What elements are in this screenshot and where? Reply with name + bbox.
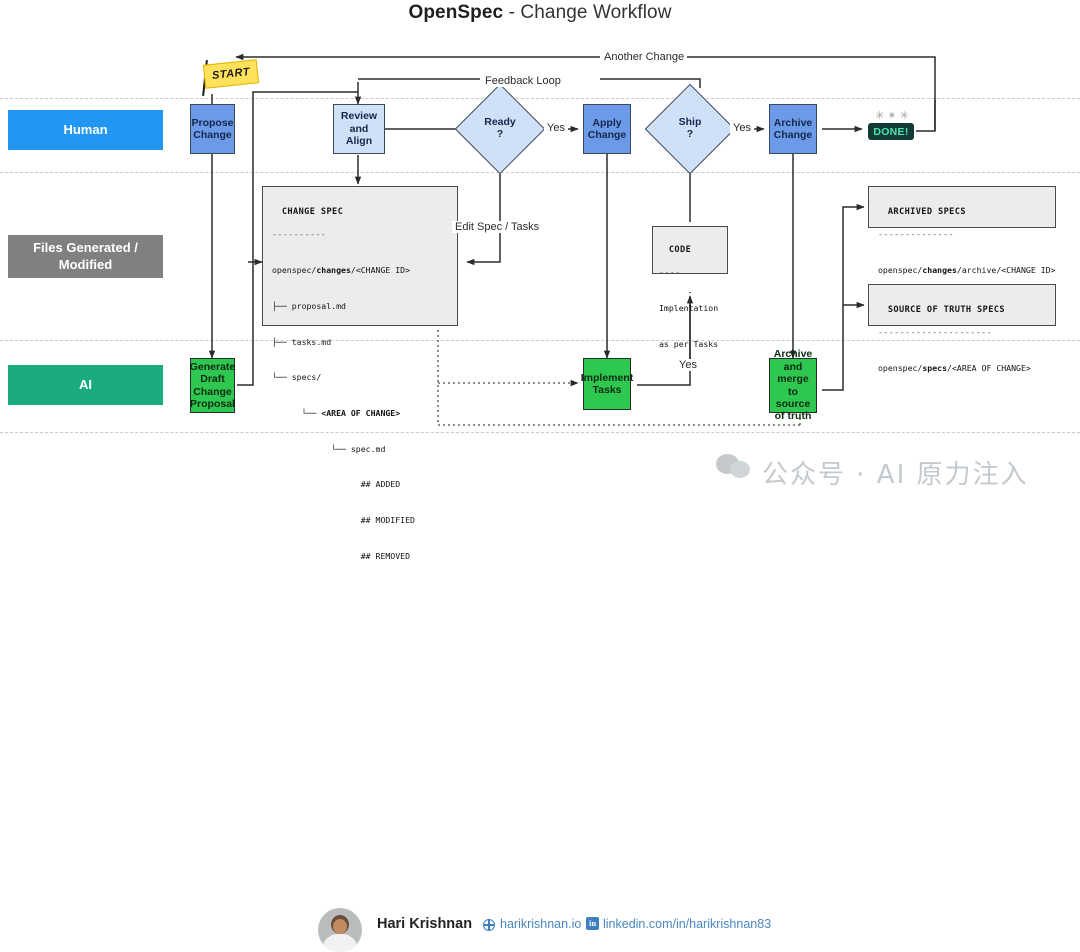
edge-label-edit-spec-tasks: Edit Spec / Tasks [452,221,543,233]
artifact-change-spec: CHANGE SPEC ---------- openspec/changes/… [262,186,458,561]
lane-label-files: Files Generated / Modified [8,235,163,278]
artifact-archived-specs: ARCHIVED SPECS -------------- openspec/c… [868,186,1056,275]
node-ready-decision[interactable]: Ready ? [454,83,546,175]
avatar [318,908,362,952]
artifact-code: CODE ---- Implentation as per Tasks [652,226,728,349]
change-spec-root-prefix: openspec/ [272,265,317,276]
edge-label-another-change: Another Change [601,51,688,63]
ship-diamond-text: Ship ? [658,97,722,161]
edge-label-ship-yes: Yes [730,122,754,134]
source-of-truth-dashes: --------------------- [878,327,993,338]
node-ready-label: Ready [484,116,516,129]
confetti-icon: ✳ ✴ ✳ [875,110,909,122]
wechat-icon [716,452,758,484]
change-spec-root: openspec/changes/<CHANGE ID> [272,265,448,277]
change-spec-line-2: └── specs/ [272,372,322,383]
author-name: Hari Krishnan [377,916,473,932]
code-line-0: Implentation [659,303,719,314]
ready-diamond-text: Ready ? [468,97,532,161]
globe-icon [482,918,495,931]
watermark-text: 公众号 · AI 原力注入 [762,459,1029,490]
change-spec-dashes: ---------- [272,229,327,240]
page-title: OpenSpec - Change Workflow [0,2,1080,24]
lane-separator-bottom [0,432,1080,433]
lane-label-human: Human [8,110,163,150]
lane-separator-top [0,98,1080,99]
archived-specs-dashes: -------------- [878,229,955,240]
lane-label-ai: AI [8,365,163,405]
artifact-source-of-truth-specs: SOURCE OF TRUTH SPECS ------------------… [868,284,1056,373]
change-spec-line-6: ## MODIFIED [272,515,415,526]
code-dashes: ---- [659,267,681,278]
lane-separator-human-files [0,172,1080,173]
code-line-1: as per Tasks [659,339,719,350]
start-flag: START [198,58,262,98]
change-spec-line-1: ├── tasks.md [272,336,332,347]
wechat-bubble-front [730,461,750,478]
change-spec-line-7: ## REMOVED [272,550,411,561]
change-spec-line-3: └── <AREA OF CHANGE> [272,408,401,419]
archived-specs-path: openspec/changes/archive/<CHANGE ID> [878,265,1056,276]
website-link[interactable]: harikrishnan.io [500,917,582,931]
lane-separator-files-ai [0,340,1080,341]
source-of-truth-path: openspec/specs/<AREA OF CHANGE> [878,363,1031,374]
linkedin-icon: in [586,917,599,930]
done-badge: DONE! [868,123,914,140]
start-label: START [202,59,260,89]
change-spec-line-0: ├── proposal.md [272,301,346,312]
avatar-body [322,934,358,952]
change-spec-root-bold: changes [316,265,351,276]
change-spec-header: CHANGE SPEC [281,206,344,217]
node-ship-question: ? [686,128,694,140]
node-ship-decision[interactable]: Ship ? [644,83,736,175]
code-header: CODE [668,244,692,255]
title-rest: - Change Workflow [503,2,672,23]
change-spec-line-4: └── spec.md [272,443,386,454]
watermark: 公众号 · AI 原力注入 [716,450,1029,494]
title-brand: OpenSpec [408,2,504,23]
edge-label-ready-yes: Yes [544,122,568,134]
edge-label-feedback-loop: Feedback Loop [482,75,564,87]
edge-label-implement-yes: Yes [676,359,700,371]
change-spec-root-suffix: /<CHANGE ID> [350,265,411,276]
node-ship-label: Ship [678,116,702,129]
source-of-truth-header: SOURCE OF TRUTH SPECS [887,304,1005,315]
avatar-face [333,919,347,934]
linkedin-link[interactable]: linkedin.com/in/harikrishnan83 [603,917,772,931]
change-spec-line-5: ## ADDED [272,479,401,490]
archived-specs-header: ARCHIVED SPECS [887,206,966,217]
node-ready-question: ? [496,128,504,140]
